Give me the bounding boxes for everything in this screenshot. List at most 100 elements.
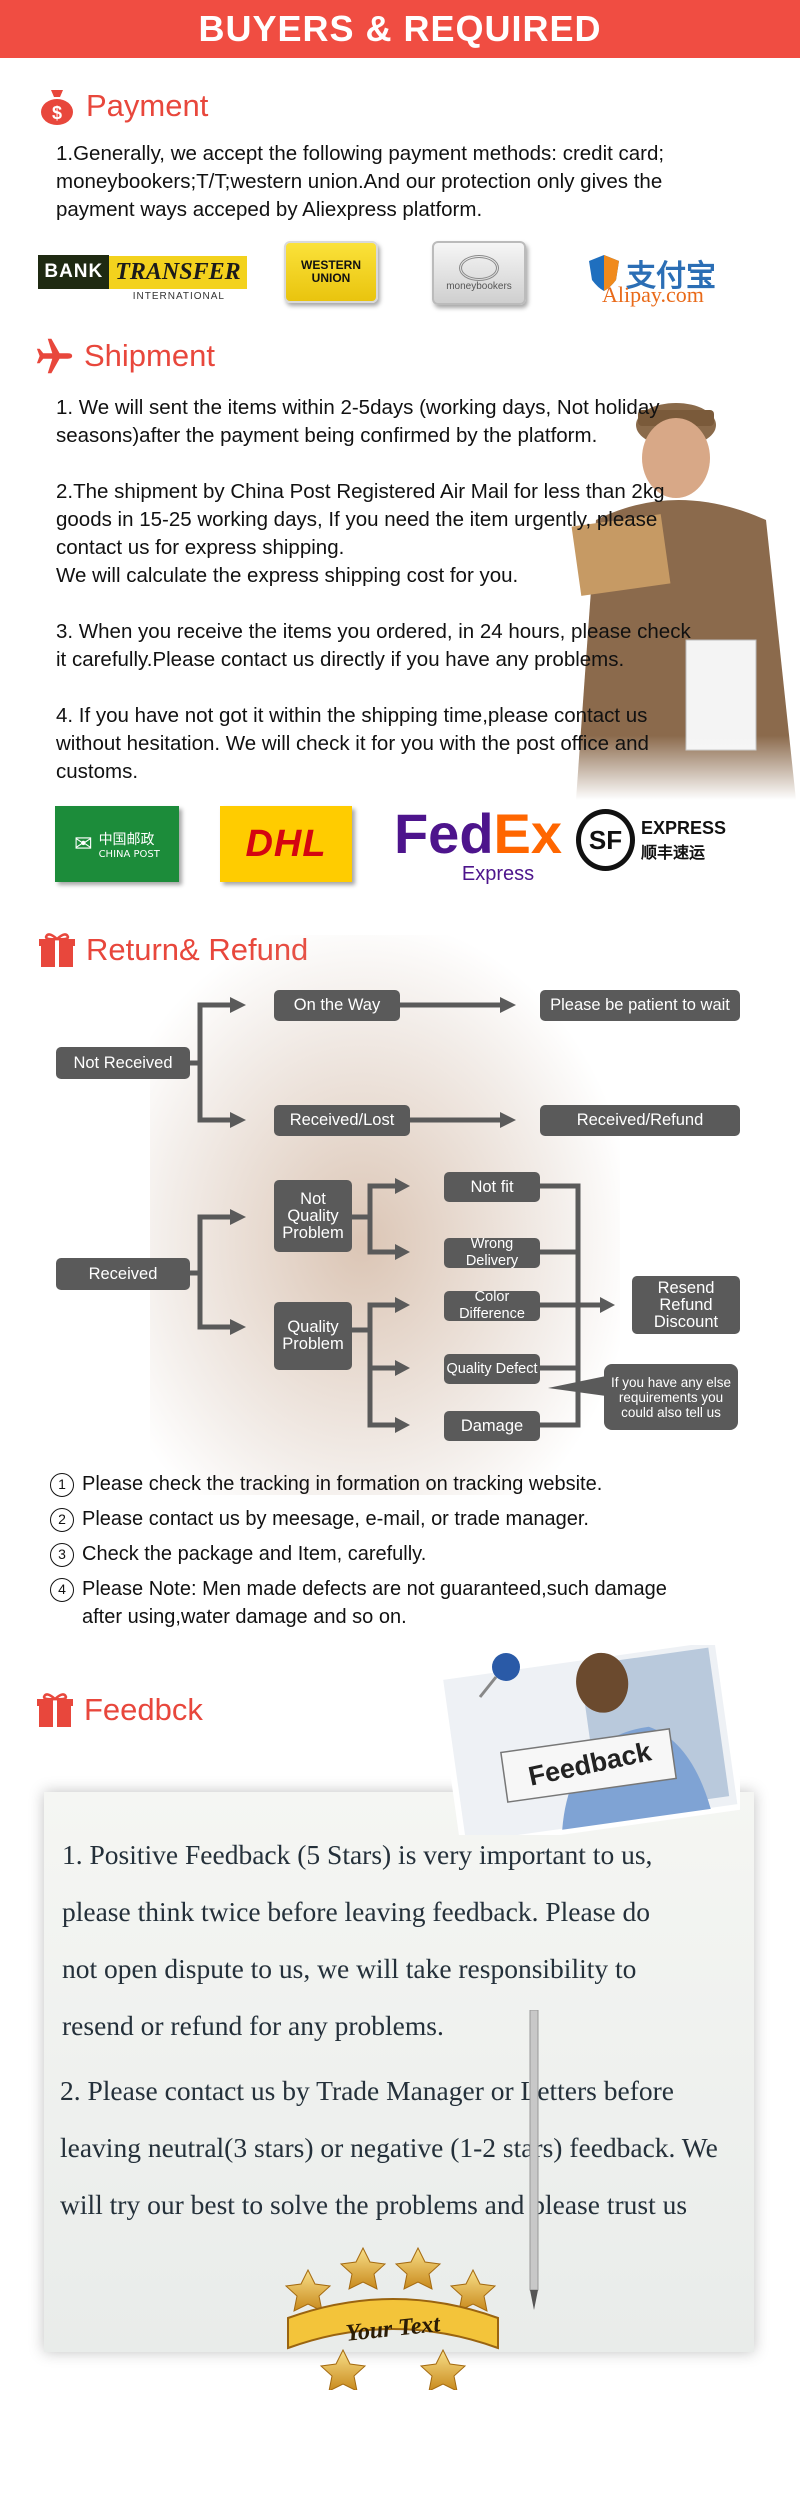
pushpin-icon	[478, 1653, 520, 1698]
not-quality-line: Not	[300, 1189, 326, 1208]
else-requirements-bubble: If you have any else requirements you co…	[604, 1364, 738, 1430]
gift-box-icon	[36, 1690, 74, 1730]
shipment-section-title: Shipment	[36, 336, 215, 376]
payment-section-title: $ Payment	[38, 86, 208, 126]
page-title: BUYERS & REQUIRED	[198, 8, 602, 49]
note-text: after using,water damage and so on.	[82, 1606, 407, 1628]
note-number: 4	[50, 1578, 74, 1602]
shipment-line: without hesitation. We will check it for…	[56, 732, 649, 755]
feedback-line: will try our best to solve the problems …	[60, 2189, 688, 2220]
quality-line: Problem	[282, 1335, 344, 1353]
union-text: UNION	[311, 271, 351, 285]
received-refund-node: Received/Refund	[540, 1105, 740, 1136]
shipment-heading: Shipment	[84, 338, 215, 373]
shipment-paragraph-3: 3. When you receive the items you ordere…	[56, 618, 691, 674]
moneybookers-mark-icon	[459, 254, 499, 281]
quality-defect-node: Quality Defect	[444, 1354, 540, 1384]
shield-icon	[589, 255, 619, 291]
feedback-paragraph-2: 2. Please contact us by Trade Manager or…	[60, 2062, 718, 2233]
dhl-text: DHL	[245, 822, 327, 865]
bank-logo-text: BANK	[38, 255, 110, 289]
sf-express-cn-text: 顺丰速运	[640, 842, 705, 862]
alipay-logo: 支付宝 Alipay.com	[572, 238, 732, 308]
payment-line: 1.Generally, we accept the following pay…	[56, 142, 665, 165]
damage-node: Damage	[444, 1411, 540, 1441]
note-number: 3	[50, 1543, 74, 1567]
sf-express-logo: SF EXPRESS 顺丰速运	[576, 804, 726, 876]
shipment-line: contact us for express shipping.	[56, 536, 345, 559]
not-quality-line: Problem	[282, 1223, 344, 1242]
gold-star-badge: Your Text	[284, 2246, 499, 2390]
money-bag-icon: $	[38, 86, 76, 126]
resend-line: Discount	[653, 1312, 719, 1331]
dhl-logo: DHL	[220, 806, 352, 882]
international-logo-text: INTERNATIONAL	[132, 291, 225, 302]
feedback-paragraph-1: 1. Positive Feedback (5 Stars) is very i…	[62, 1826, 652, 2054]
transfer-logo-text: TRANSFER	[109, 255, 247, 289]
page-header: BUYERS & REQUIRED	[0, 0, 800, 58]
else-line: could also tell us	[621, 1404, 721, 1420]
resend-refund-discount-node: Resend Refund Discount	[632, 1276, 740, 1334]
fedex-fe-text: Fed	[393, 801, 494, 865]
pencil-icon	[529, 2010, 539, 2310]
fedex-express-text: Express	[461, 862, 535, 885]
shipment-line: We will calculate the express shipping c…	[56, 564, 519, 587]
sf-express-en-text: EXPRESS	[640, 817, 726, 838]
else-line: If you have any else	[610, 1374, 732, 1390]
feedback-line: 2. Please contact us by Trade Manager or…	[60, 2075, 674, 2106]
wrong-delivery-node: Wrong Delivery	[444, 1236, 540, 1269]
fedex-ex-text: Ex	[493, 801, 563, 865]
received-lost-node: Received/Lost	[274, 1105, 410, 1136]
moneybookers-text: moneybookers	[446, 280, 512, 292]
resend-line: Refund	[659, 1295, 713, 1314]
feedback-line: please think twice before leaving feedba…	[62, 1896, 650, 1927]
note-text: Check the package and Item, carefully.	[82, 1543, 427, 1565]
shipment-line: seasons)after the payment being confirme…	[56, 424, 598, 447]
quality-line: Quality	[287, 1318, 339, 1336]
sf-mark: SF	[576, 809, 635, 871]
alipay-cn-text: 支付宝	[626, 259, 716, 294]
svg-text:$: $	[52, 103, 62, 123]
gift-box-icon	[38, 930, 76, 970]
not-quality-problem-node: Not Quality Problem	[274, 1180, 352, 1252]
courier-man-image	[556, 370, 800, 800]
shipment-paragraph-1: 1. We will sent the items within 2-5days…	[56, 394, 660, 450]
shipment-line: 3. When you receive the items you ordere…	[56, 620, 691, 643]
note-text: Please Note: Men made defects are not gu…	[82, 1578, 667, 1600]
payment-line: moneybookers;T/T;western union.And our p…	[56, 170, 663, 193]
china-post-cn-text: 中国邮政	[98, 831, 155, 848]
payment-text: 1.Generally, we accept the following pay…	[56, 140, 664, 224]
note-number: 2	[50, 1508, 74, 1532]
not-fit-node: Not fit	[444, 1172, 540, 1202]
not-quality-line: Quality	[287, 1206, 339, 1225]
note-text: Please contact us by meesage, e-mail, or…	[82, 1508, 589, 1530]
color-difference-node: Color Difference	[444, 1289, 540, 1322]
bank-transfer-logo: BANK TRANSFER INTERNATIONAL	[38, 248, 247, 302]
shipment-line: 2.The shipment by China Post Registered …	[56, 480, 665, 503]
shipment-paragraph-4: 4. If you have not got it within the shi…	[56, 702, 649, 786]
feedback-line: not open dispute to us, we will take res…	[62, 1953, 637, 1984]
refund-note: 4 Please Note: Men made defects are not …	[50, 1573, 667, 1631]
feedback-heading: Feedbck	[84, 1692, 203, 1727]
western-union-logo: WESTERN UNION	[284, 241, 378, 303]
on-the-way-node: On the Way	[274, 990, 400, 1021]
feedback-line: resend or refund for any problems.	[62, 2010, 444, 2041]
refund-flow-connectors	[190, 997, 615, 1433]
china-post-icon: ✉	[74, 831, 93, 857]
feedback-section-title: Feedbck	[36, 1690, 203, 1730]
resend-line: Resend	[657, 1278, 715, 1297]
refund-note: 3 Check the package and Item, carefully.	[50, 1538, 667, 1568]
alipay-en-text: Alipay.com	[602, 282, 704, 307]
refund-note: 2 Please contact us by meesage, e-mail, …	[50, 1503, 667, 1533]
moneybookers-logo: moneybookers	[432, 241, 526, 305]
western-text: WESTERN	[301, 258, 361, 272]
airplane-icon	[36, 336, 74, 376]
shipment-line: customs.	[56, 760, 139, 783]
china-post-en-text: CHINA POST	[98, 848, 160, 860]
feedback-sign-photo: Feedback	[440, 1645, 740, 1835]
fedex-logo: FedEx Express	[388, 800, 568, 890]
be-patient-node: Please be patient to wait	[540, 990, 740, 1021]
payment-line: payment ways acceped by Aliexpress platf…	[56, 198, 483, 221]
note-text: Please check the tracking in formation o…	[82, 1473, 603, 1495]
refund-note: 1 Please check the tracking in formation…	[50, 1468, 667, 1498]
